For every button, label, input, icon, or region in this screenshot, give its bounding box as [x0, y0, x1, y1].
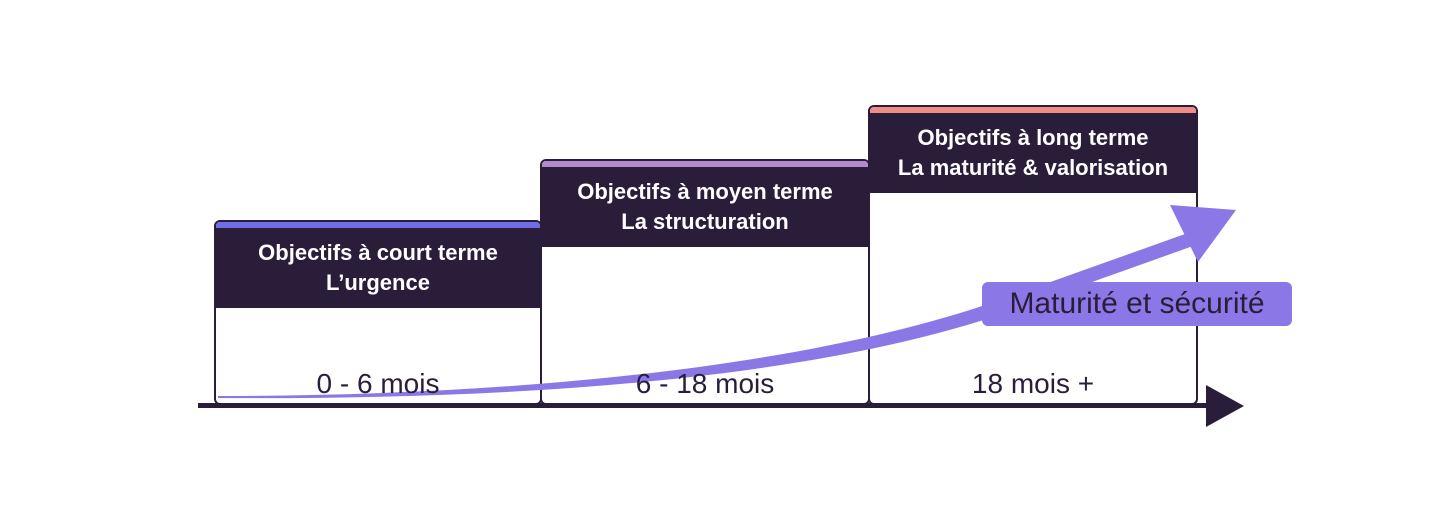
stage-subtitle: La structuration — [621, 209, 789, 234]
stage-card-short-term: Objectifs à court terme L’urgence 0 - 6 … — [214, 220, 542, 405]
stage-subtitle: L’urgence — [326, 270, 430, 295]
stage-subtitle: La maturité & valorisation — [897, 155, 1169, 180]
stage-range: 0 - 6 mois — [316, 368, 440, 399]
stage-title: Objectifs à moyen terme — [577, 179, 833, 204]
stage-header: Objectifs à court terme L’urgence — [216, 228, 540, 308]
stage-card-medium-term: Objectifs à moyen terme La structuration… — [540, 159, 870, 405]
stage-range: 6 - 18 mois — [635, 368, 775, 399]
stage-accent-bar — [870, 107, 1196, 113]
stage-title: Objectifs à long terme — [917, 125, 1149, 150]
stage-card-long-term: Objectifs à long terme La maturité & val… — [868, 105, 1198, 405]
time-axis — [198, 403, 1208, 408]
stage-accent-bar — [216, 222, 540, 228]
axis-arrowhead-icon — [1206, 385, 1244, 427]
stage-accent-bar — [542, 161, 868, 167]
stage-title: Objectifs à court terme — [258, 240, 498, 265]
trend-label: Maturité et sécurité — [982, 282, 1292, 326]
stage-header: Objectifs à long terme La maturité & val… — [870, 113, 1196, 193]
stage-range: 18 mois + — [971, 368, 1095, 399]
stage-header: Objectifs à moyen terme La structuration — [542, 167, 868, 247]
